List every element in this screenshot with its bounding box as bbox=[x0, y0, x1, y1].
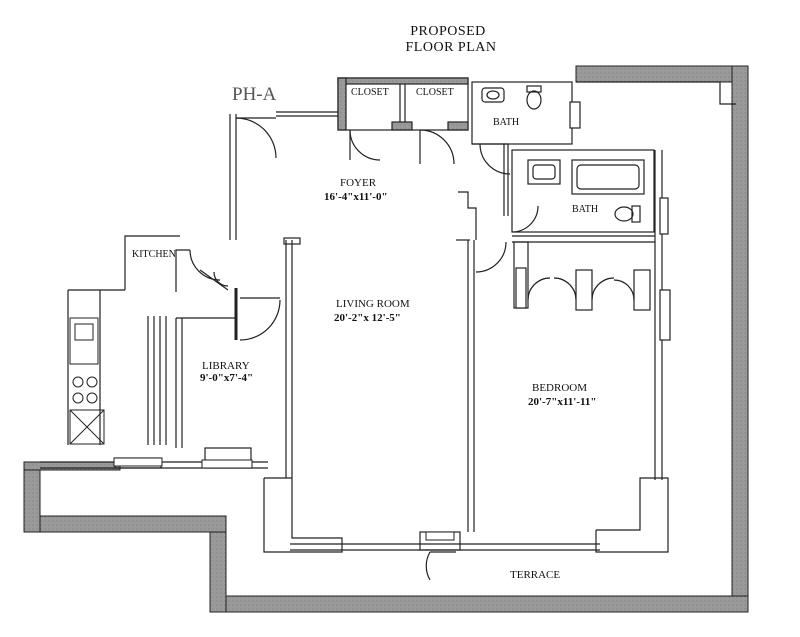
closets-block bbox=[337, 77, 469, 165]
bath-2-label: BATH bbox=[572, 204, 599, 215]
bath-block bbox=[471, 81, 669, 235]
window-markers bbox=[113, 457, 455, 541]
bedroom-label: BEDROOM bbox=[532, 382, 588, 394]
living-room-dimensions: 20'-2"x 12'-5" bbox=[334, 312, 401, 324]
unit-label: PH-A bbox=[232, 84, 277, 105]
plan-title-line1: PROPOSED bbox=[410, 24, 486, 39]
library-dimensions: 9'-0"x7'-4" bbox=[200, 372, 254, 384]
kitchen-label: KITCHEN bbox=[132, 249, 176, 260]
living-room-label: LIVING ROOM bbox=[336, 298, 410, 310]
terrace-parapet-wall bbox=[23, 65, 749, 613]
library-label: LIBRARY bbox=[202, 360, 250, 372]
bath-1-label: BATH bbox=[493, 117, 520, 128]
foyer-dimensions: 16'-4"x11'-0" bbox=[324, 191, 388, 203]
kitchen-appliances bbox=[69, 317, 105, 445]
closet-1-label: CLOSET bbox=[351, 87, 389, 98]
bedroom-dimensions: 20'-7"x11'-11" bbox=[528, 396, 597, 408]
foyer-label: FOYER bbox=[340, 177, 377, 189]
structural-piers bbox=[114, 447, 669, 553]
interior-walls bbox=[147, 117, 671, 581]
closet-2-label: CLOSET bbox=[416, 87, 454, 98]
plan-title-line2: FLOOR PLAN bbox=[405, 40, 497, 55]
terrace-label: TERRACE bbox=[510, 569, 561, 581]
